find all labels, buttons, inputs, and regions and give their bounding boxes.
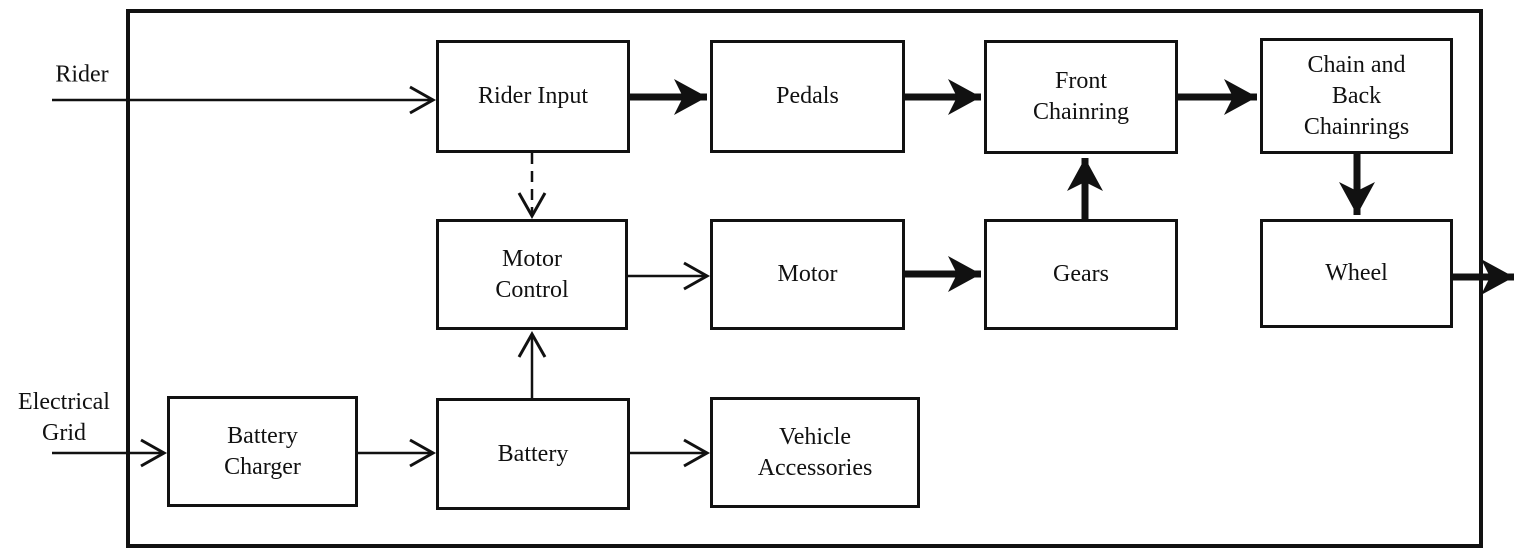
external-label-rider: Rider [55, 60, 108, 91]
external-label-line: Grid [42, 420, 86, 446]
node-label-line: Charger [224, 453, 301, 480]
node-label-line: Motor [777, 261, 838, 287]
node-label-line: Rider Input [478, 83, 588, 109]
node-label-line: Accessories [757, 454, 873, 481]
node-label-line: Battery [227, 422, 298, 449]
node-label-line: Control [495, 276, 569, 303]
node-label-line: Vehicle [779, 423, 851, 450]
node-pedals: Pedals [710, 40, 905, 153]
diagram-edges [52, 79, 1514, 468]
node-rider-input: Rider Input [436, 40, 630, 153]
node-motor: Motor [710, 219, 905, 330]
node-label-line: Back [1331, 82, 1382, 109]
node-label-line: Gears [1053, 261, 1109, 287]
node-label-line: Chainrings [1303, 113, 1410, 140]
node-battery: Battery [436, 398, 630, 510]
node-label-line: Chain and [1307, 51, 1406, 78]
external-label-line: Rider [55, 61, 109, 88]
node-label-line: Motor [502, 245, 562, 272]
node-label-line: Chainring [1033, 99, 1129, 125]
node-label-line: Front [1054, 68, 1107, 94]
node-label-line: Pedals [776, 83, 839, 109]
node-gears: Gears [984, 219, 1178, 330]
node-label-line: Battery [497, 440, 569, 467]
node-label-line: Wheel [1325, 260, 1388, 286]
node-wheel: Wheel [1260, 219, 1453, 328]
external-label-line: Electrical [18, 389, 110, 415]
